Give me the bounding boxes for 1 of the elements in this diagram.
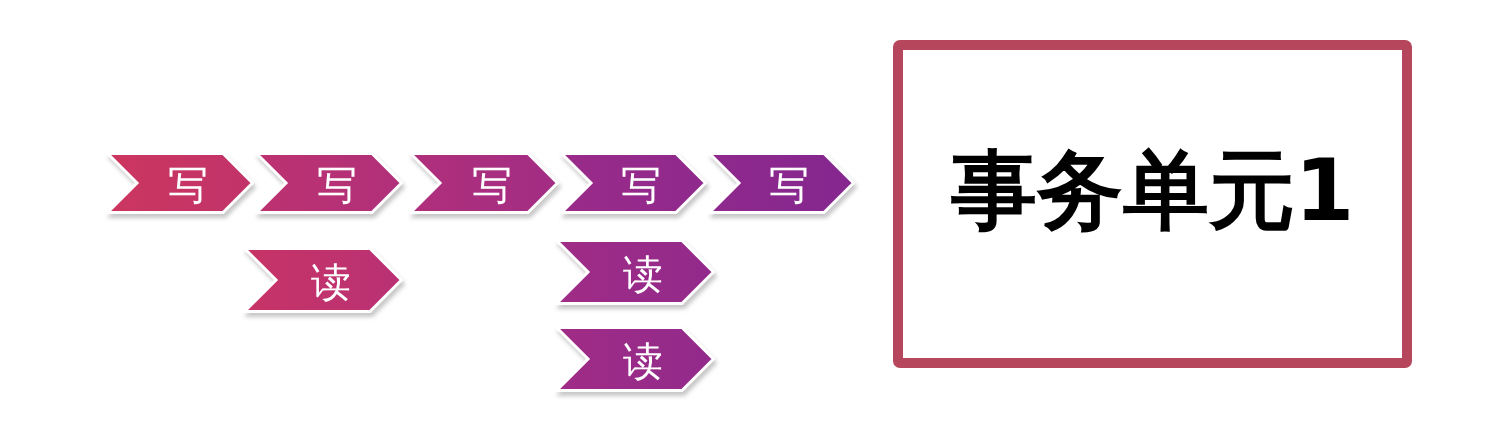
transaction-box: 事务单元1 (893, 40, 1412, 368)
